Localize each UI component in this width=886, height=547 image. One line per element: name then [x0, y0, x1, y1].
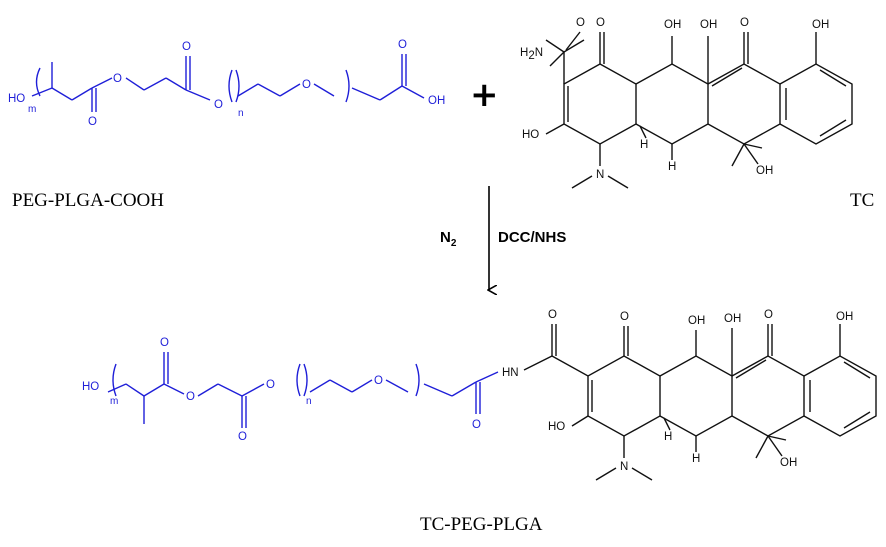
- atom-o: O: [548, 309, 557, 321]
- atom-n: N: [620, 461, 628, 473]
- atom-o: O: [576, 17, 585, 29]
- atom-ho: HO: [82, 381, 99, 393]
- atom-o: O: [186, 391, 195, 403]
- atom-o: O: [740, 17, 749, 29]
- atom-o: O: [620, 311, 629, 323]
- atom-h2n: H2N: [520, 47, 543, 62]
- atom-ho: HO: [8, 93, 25, 105]
- atom-oh: OH: [836, 311, 853, 323]
- atom-oh: OH: [812, 19, 829, 31]
- subscript-n: n: [238, 108, 244, 119]
- peg-plga-cooh-atoms: HO m O O O O n O O OH: [8, 39, 445, 128]
- condition-reagents: DCC/NHS: [498, 229, 566, 246]
- atom-o: O: [88, 116, 97, 128]
- bracket-left-m: [35, 67, 41, 97]
- product-polymer-atoms: HO m O O O O n O O: [82, 337, 481, 443]
- atom-oh: OH: [688, 315, 705, 327]
- atom-oh: OH: [724, 313, 741, 325]
- atom-oh: OH: [664, 19, 681, 31]
- atom-oh: OH: [428, 95, 445, 107]
- label-tc: TC: [850, 190, 874, 211]
- atom-oh: OH: [780, 457, 797, 469]
- atom-ho: HO: [522, 129, 539, 141]
- tc-atoms: O H2N O OH OH O OH HO N H H OH: [520, 17, 829, 181]
- atom-o: O: [182, 41, 191, 53]
- tc-structure: [545, 31, 853, 189]
- condition-gas: N2: [440, 229, 457, 249]
- plus-sign: +: [470, 75, 499, 115]
- atom-o: O: [113, 73, 122, 85]
- atom-h: H: [668, 161, 676, 173]
- atom-o: O: [596, 17, 605, 29]
- atom-o: O: [764, 309, 773, 321]
- atom-oh: OH: [700, 19, 717, 31]
- atom-oh: OH: [756, 165, 773, 177]
- atom-ho: HO: [548, 421, 565, 433]
- atom-n: N: [596, 169, 604, 181]
- atom-o: O: [238, 431, 247, 443]
- subscript-m: m: [110, 396, 118, 407]
- product-polymer-structure: [107, 352, 499, 428]
- subscript-n: n: [306, 396, 312, 407]
- atom-o: O: [214, 99, 223, 111]
- product-tc-structure: [523, 324, 877, 481]
- atom-h: H: [664, 431, 672, 443]
- atom-h: H: [692, 453, 700, 465]
- atom-hn: HN: [502, 367, 519, 379]
- atom-h: H: [640, 139, 648, 151]
- atom-o: O: [374, 375, 383, 387]
- atom-o: O: [266, 379, 275, 391]
- atom-o: O: [302, 79, 311, 91]
- subscript-m: m: [28, 104, 36, 115]
- atom-o: O: [472, 419, 481, 431]
- atom-o: O: [160, 337, 169, 349]
- atom-o: O: [398, 39, 407, 51]
- product-tc-atoms: HN O O OH OH O OH HO N H H OH: [502, 309, 853, 473]
- label-peg-plga-cooh: PEG-PLGA-COOH: [12, 190, 164, 211]
- label-tc-peg-plga: TC-PEG-PLGA: [420, 514, 543, 535]
- peg-plga-cooh-structure: [31, 54, 425, 112]
